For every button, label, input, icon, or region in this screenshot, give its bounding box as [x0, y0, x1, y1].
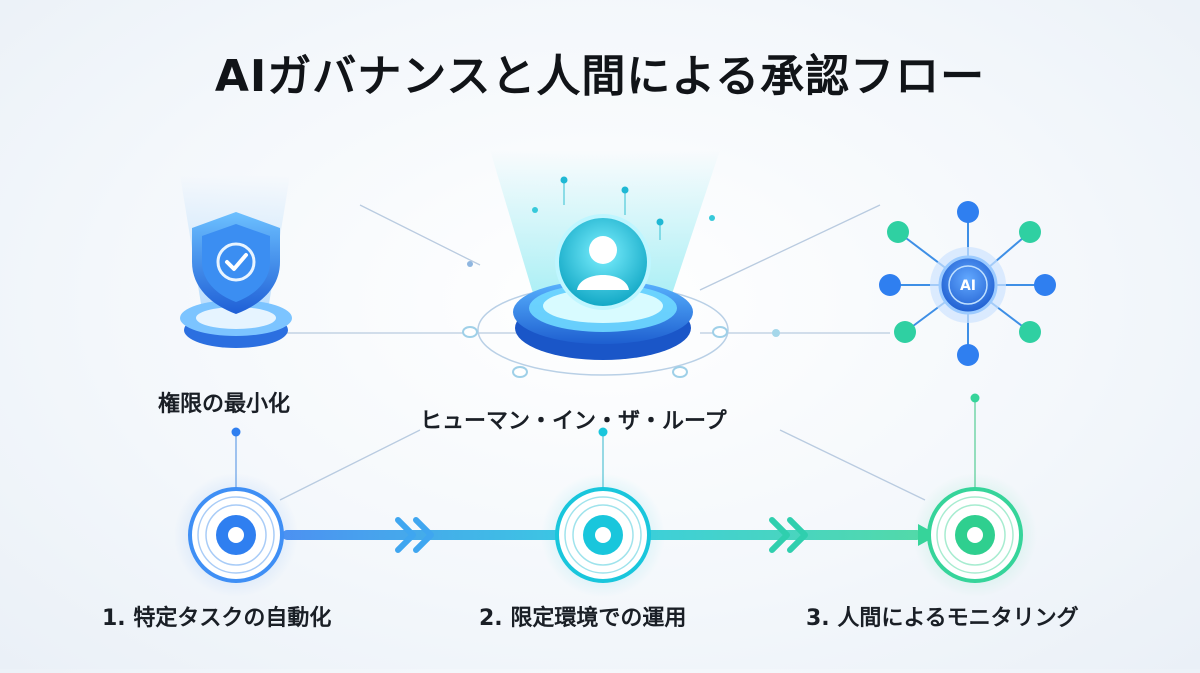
connector-lines [235, 204, 976, 501]
connector-dots [231, 261, 980, 437]
ai-badge-text: AI [960, 278, 976, 294]
step-3-label: 3. 人間によるモニタリング [806, 606, 1079, 631]
shield-node [180, 175, 292, 348]
shield-check-icon [192, 212, 280, 314]
ai-hub-node: AI [879, 201, 1056, 366]
step-2-label: 2. 限定環境での運用 [479, 606, 687, 631]
step-1-label: 1. 特定タスクの自動化 [102, 606, 332, 631]
shield-node-label: 権限の最小化 [158, 392, 291, 417]
human-node [462, 150, 729, 378]
chevron-right-icon [395, 517, 434, 553]
page-title: AIガバナンスと人間による承認フロー [214, 51, 986, 102]
step-1-circle [174, 473, 298, 597]
step-2-circle [541, 473, 665, 597]
chevron-right-icon [769, 517, 808, 553]
step-3-circle [913, 473, 1037, 597]
person-icon [555, 214, 651, 310]
human-node-label: ヒューマン・イン・ザ・ループ [420, 409, 727, 434]
network-hub-icon [938, 255, 998, 315]
